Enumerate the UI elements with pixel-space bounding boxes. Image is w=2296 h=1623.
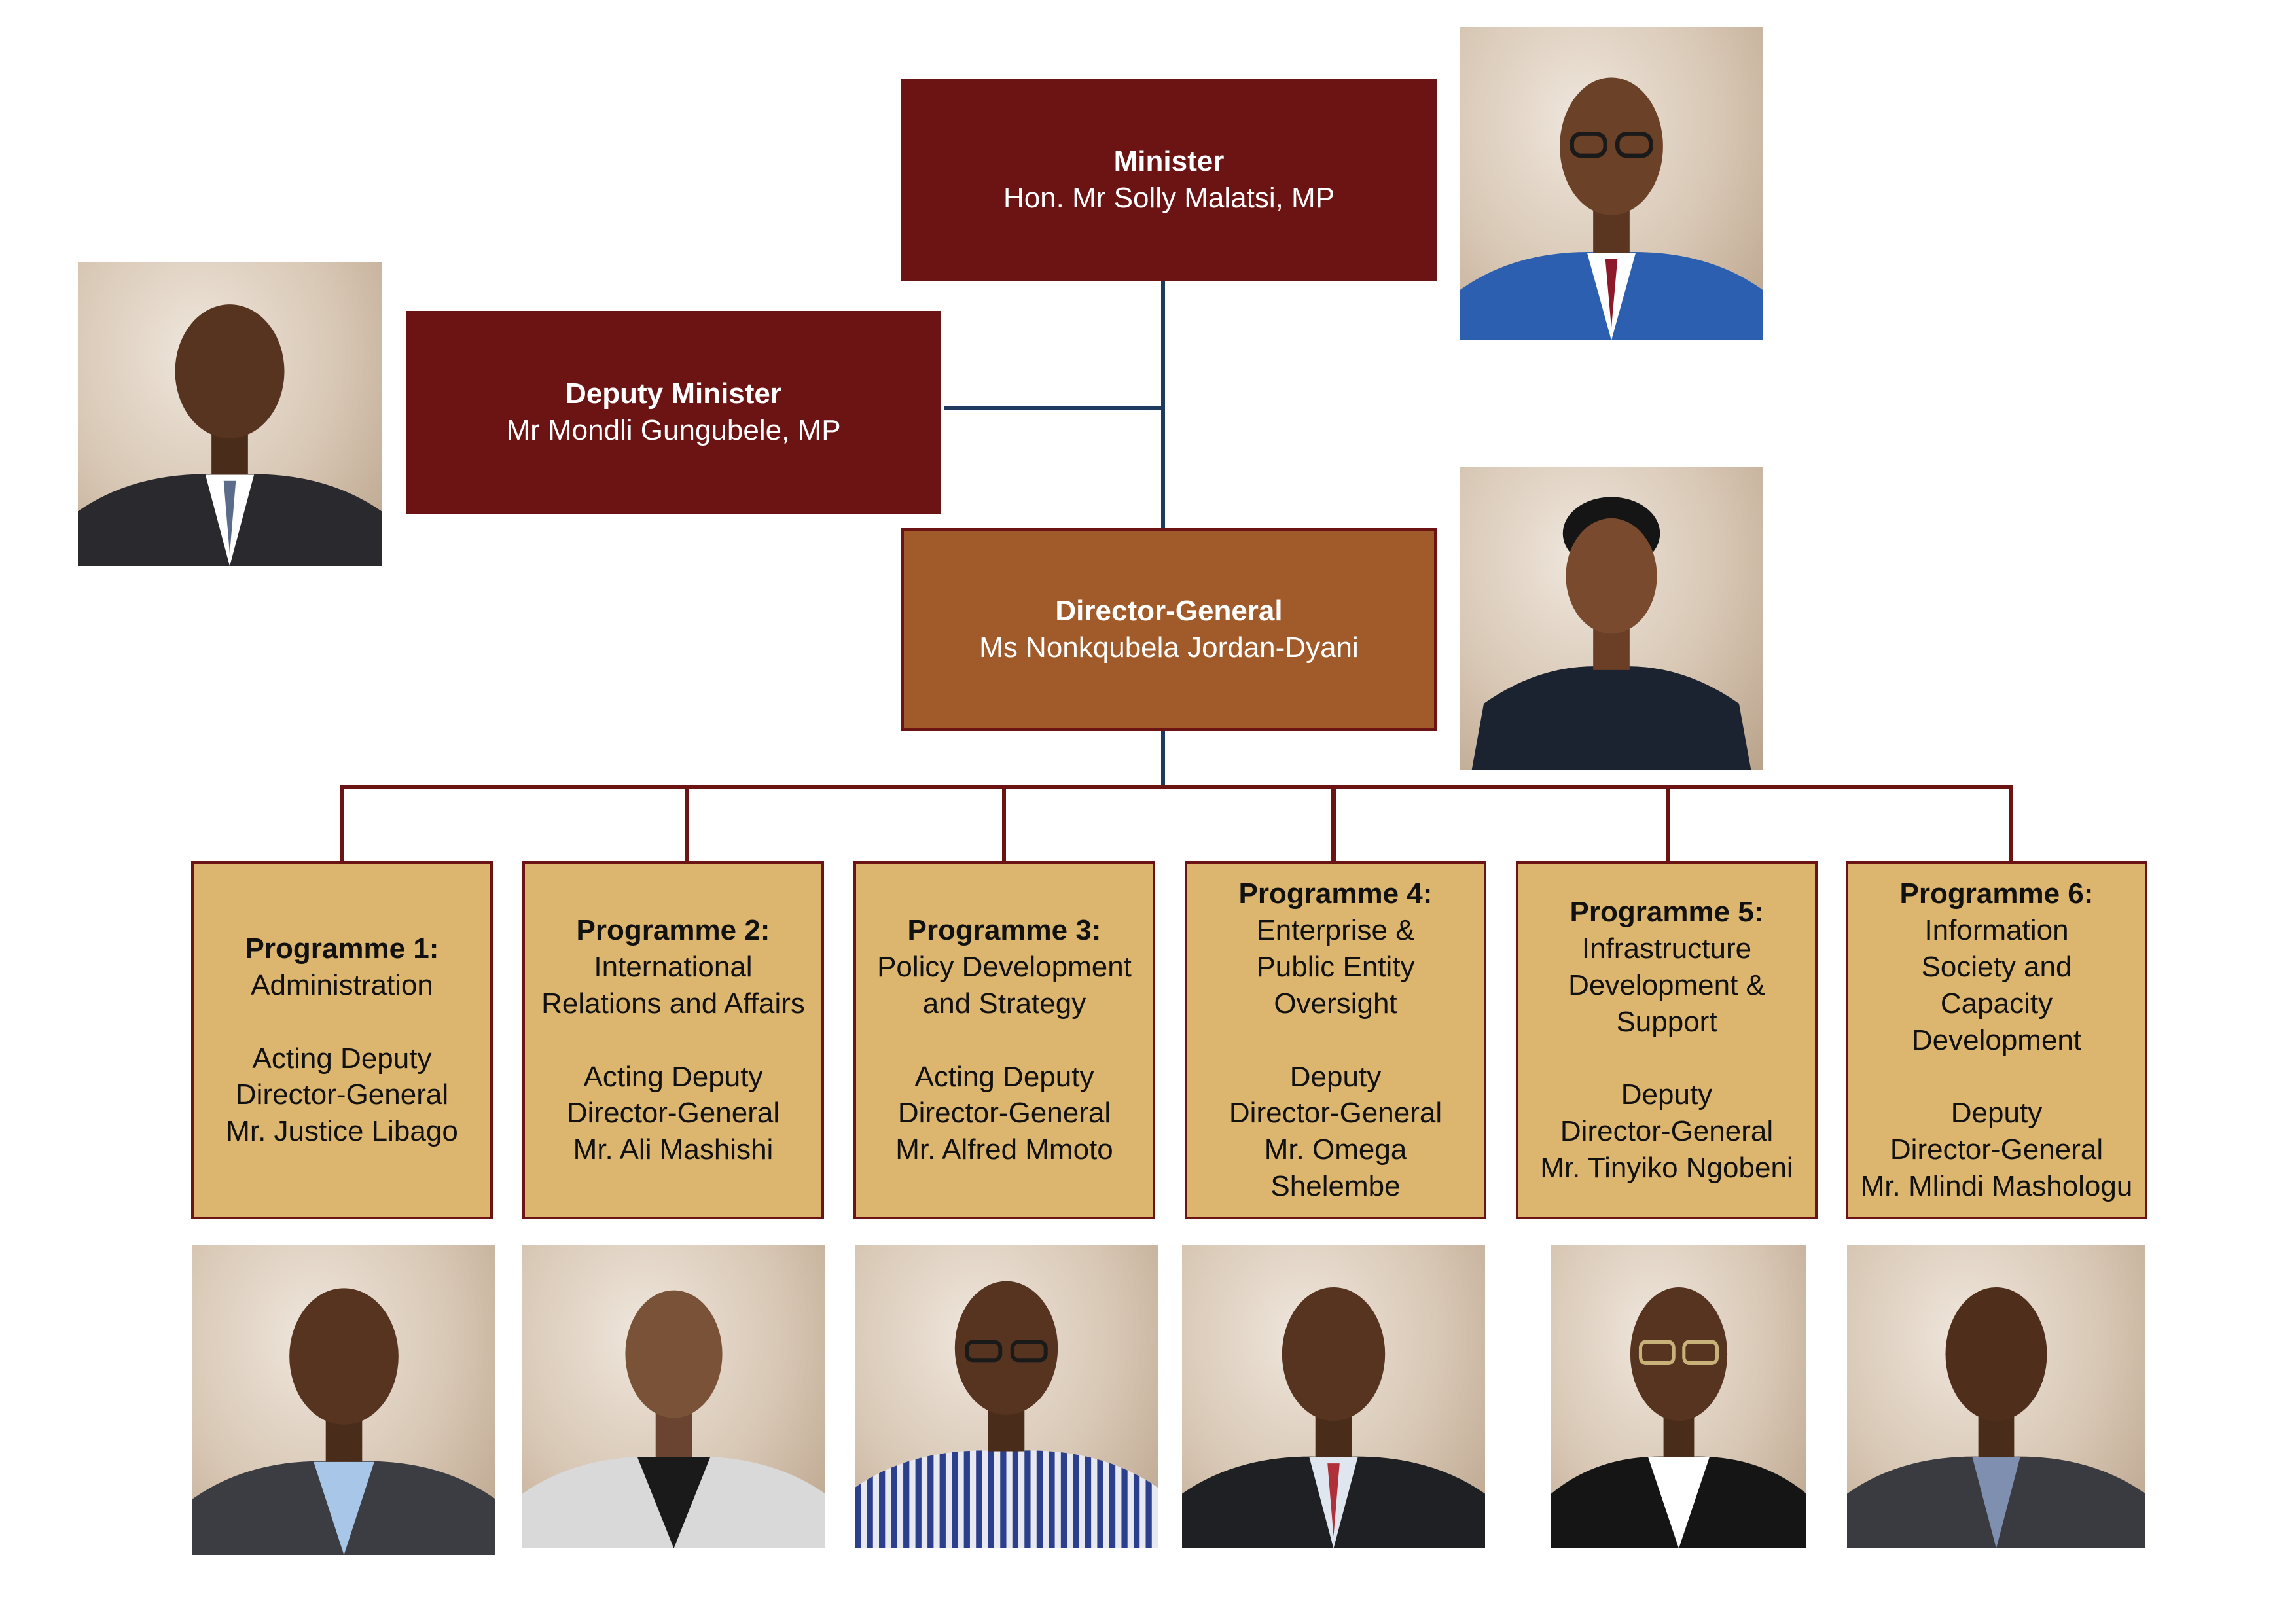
programme-6-role-line: Deputy xyxy=(1950,1097,2043,1130)
programme-3-box: Programme 3: Policy Development and Stra… xyxy=(853,861,1155,1219)
programme-2-photo xyxy=(522,1245,825,1548)
connector-minister-to-dg xyxy=(1161,280,1165,529)
programme-5-person-name: Mr. Tinyiko Ngobeni xyxy=(1540,1152,1793,1185)
programme-6-person-name: Mr. Mlindi Mashologu xyxy=(1860,1170,2133,1203)
programme-3-role-line: Acting Deputy xyxy=(914,1060,1094,1093)
programme-3-role-line: Director-General xyxy=(897,1097,1111,1130)
programme-4-desc-line: Enterprise & xyxy=(1256,914,1415,946)
deputy-minister-photo xyxy=(78,262,382,566)
minister-title: Minister xyxy=(1113,145,1225,178)
programme-5-desc-line: Support xyxy=(1616,1005,1717,1038)
deputy-minister-title: Deputy Minister xyxy=(565,378,782,410)
director-general-box: Director-General Ms Nonkqubela Jordan-Dy… xyxy=(901,528,1437,731)
director-general-title: Director-General xyxy=(1055,595,1283,628)
programme-1-role-line: Director-General xyxy=(235,1079,449,1111)
director-general-name: Ms Nonkqubela Jordan-Dyani xyxy=(979,632,1359,664)
programme-4-title: Programme 4: xyxy=(1238,878,1433,910)
programme-6-box: Programme 6: Information Society and Cap… xyxy=(1846,861,2147,1219)
programme-2-box: Programme 2: International Relations and… xyxy=(522,861,824,1219)
programme-3-desc-line: and Strategy xyxy=(922,987,1086,1020)
programme-6-role-line: Director-General xyxy=(1890,1133,2104,1166)
programme-2-person-name: Mr. Ali Mashishi xyxy=(573,1133,774,1166)
minister-name: Hon. Mr Solly Malatsi, MP xyxy=(1003,182,1335,214)
programme-6-photo xyxy=(1847,1245,2145,1548)
deputy-minister-name: Mr Mondli Gungubele, MP xyxy=(506,414,841,446)
programme-6-title: Programme 6: xyxy=(1899,878,2094,910)
programme-1-title: Programme 1: xyxy=(245,932,439,965)
programme-6-desc-line: Capacity xyxy=(1940,987,2053,1020)
programme-5-role-line: Director-General xyxy=(1560,1115,1774,1148)
connector-programme-5 xyxy=(1666,785,1670,865)
deputy-minister-box: Deputy Minister Mr Mondli Gungubele, MP xyxy=(406,311,941,514)
programme-4-desc-line: Oversight xyxy=(1274,987,1397,1020)
programme-4-role-line: Deputy xyxy=(1289,1060,1382,1093)
connector-programme-4 xyxy=(1331,785,1336,865)
programme-1-person-name: Mr. Justice Libago xyxy=(226,1115,458,1148)
programme-5-title: Programme 5: xyxy=(1570,895,1764,928)
programme-4-person-name: Shelembe xyxy=(1270,1170,1401,1203)
programme-4-role-line: Director-General xyxy=(1229,1097,1443,1130)
programme-6-desc-line: Information xyxy=(1924,914,2069,946)
programme-4-box: Programme 4: Enterprise & Public Entity … xyxy=(1185,861,1486,1219)
programme-3-desc-line: Policy Development xyxy=(877,950,1132,983)
programme-3-title: Programme 3: xyxy=(907,914,1102,946)
minister-photo xyxy=(1460,27,1763,340)
programme-1-role-line: Acting Deputy xyxy=(252,1042,432,1075)
connector-programme-3 xyxy=(1002,785,1006,865)
connector-programme-2 xyxy=(685,785,689,865)
programme-5-box: Programme 5: Infrastructure Development … xyxy=(1516,861,1818,1219)
minister-box: Minister Hon. Mr Solly Malatsi, MP xyxy=(901,79,1437,281)
programme-2-desc-line: International xyxy=(594,950,753,983)
programme-6-desc-line: Society and xyxy=(1921,950,2072,983)
connector-programme-6 xyxy=(2009,785,2013,865)
director-general-photo xyxy=(1460,467,1763,770)
programme-5-role-line: Deputy xyxy=(1621,1079,1713,1111)
programme-4-photo xyxy=(1182,1245,1485,1548)
connector-deputy-minister xyxy=(944,406,1165,410)
programme-3-photo xyxy=(855,1245,1158,1548)
programme-3-person-name: Mr. Alfred Mmoto xyxy=(895,1133,1113,1166)
programme-1-desc-line: Administration xyxy=(251,969,433,1001)
connector-dg-down xyxy=(1161,730,1165,789)
programme-2-role-line: Director-General xyxy=(566,1097,780,1130)
programme-2-desc-line: Relations and Affairs xyxy=(541,987,805,1020)
programme-1-box: Programme 1: Administration Acting Deput… xyxy=(191,861,493,1219)
programme-6-desc-line: Development xyxy=(1911,1024,2082,1056)
connector-programme-1 xyxy=(340,785,344,865)
connector-programmes-bar xyxy=(340,785,2013,789)
programme-5-desc-line: Development & xyxy=(1568,969,1765,1001)
programme-2-role-line: Acting Deputy xyxy=(583,1060,763,1093)
programme-4-person-name: Mr. Omega xyxy=(1264,1133,1407,1166)
programme-1-photo xyxy=(192,1245,495,1555)
programme-5-photo xyxy=(1551,1245,1806,1548)
programme-2-title: Programme 2: xyxy=(576,914,770,946)
programme-5-desc-line: Infrastructure xyxy=(1581,932,1752,965)
programme-4-desc-line: Public Entity xyxy=(1256,950,1415,983)
